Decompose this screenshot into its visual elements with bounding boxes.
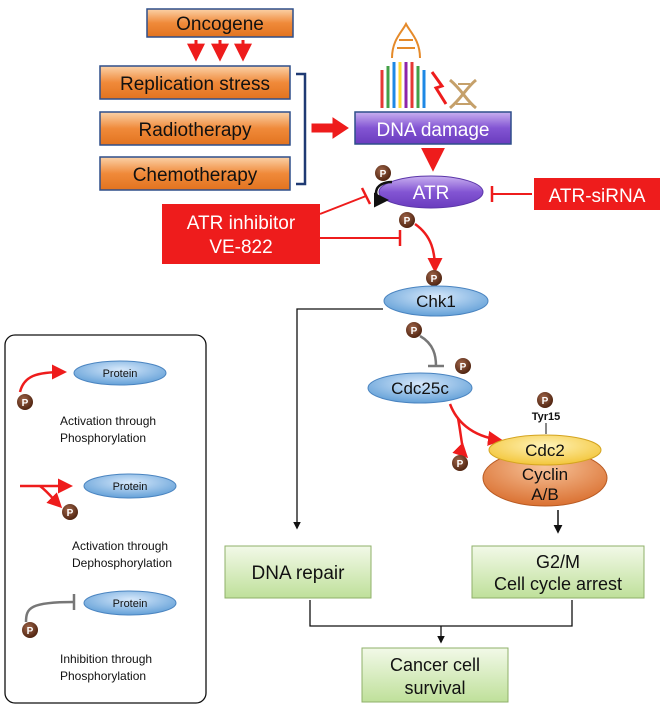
svg-text:P: P [22, 398, 29, 409]
survival-label-2: survival [404, 678, 465, 698]
merge-connector [309, 600, 573, 644]
svg-text:Protein: Protein [103, 368, 138, 380]
svg-text:Activation through: Activation through [72, 539, 168, 553]
legend-inhibition: P Protein Inhibition through Phosphoryla… [22, 590, 177, 683]
svg-text:Dephosphorylation: Dephosphorylation [72, 556, 172, 570]
atr-sirna-label: ATR-siRNA [549, 186, 646, 207]
phospho-cdc25c: P [455, 358, 471, 374]
g2m-label-2: Cell cycle arrest [494, 574, 622, 594]
atr-inhibitor-label-1: ATR inhibitor [187, 213, 296, 234]
svg-text:P: P [431, 274, 438, 285]
legend-activation-phos: P Protein Activation through Phosphoryla… [17, 360, 167, 445]
legend-activation-dephos: P Protein Activation through Dephosphory… [20, 473, 177, 570]
oncogene-label: Oncogene [176, 14, 264, 35]
dna-damage-box: DNA damage [354, 111, 512, 145]
dna-repair-label: DNA repair [252, 563, 346, 584]
atr-node: ATR [378, 175, 484, 209]
cdc25c-to-cdc2-arrow [448, 403, 503, 446]
svg-text:P: P [457, 459, 464, 470]
svg-text:P: P [67, 508, 74, 519]
legend: P Protein Activation through Phosphoryla… [4, 334, 207, 704]
phospho-chk1-cdc25c: P [406, 322, 422, 338]
svg-text:P: P [411, 326, 418, 337]
atr-label: ATR [413, 183, 450, 204]
replication-stress-box: Replication stress [99, 65, 291, 100]
svg-text:Protein: Protein [113, 598, 148, 610]
phospho-atr: P [375, 165, 391, 181]
replication-stress-label: Replication stress [120, 74, 270, 95]
to-dna-damage-arrow [311, 117, 349, 139]
dna-repair-box: DNA repair [224, 545, 372, 599]
cyclin-label-2: A/B [531, 485, 558, 504]
bracket [296, 72, 307, 186]
atr-to-chk1-arrow [414, 222, 443, 273]
cdc2-node: Cdc2 [488, 434, 602, 466]
survival-box: Cancer cell survival [361, 647, 509, 703]
inhibitor-inhibition-lines [319, 187, 402, 246]
dna-icon [380, 21, 477, 110]
svg-text:Inhibition through: Inhibition through [60, 652, 152, 666]
dna-damage-label: DNA damage [376, 120, 489, 141]
cdc25c-dephos-branch [452, 417, 469, 459]
atr-autophos-arrow [373, 180, 393, 208]
cyclin-label-1: Cyclin [522, 465, 568, 484]
chk1-node: Chk1 [383, 285, 489, 317]
tyr15-label: Tyr15 [532, 411, 561, 423]
svg-text:P: P [542, 396, 549, 407]
oncogene-box: Oncogene [146, 8, 294, 38]
svg-text:P: P [404, 216, 411, 227]
svg-text:Activation through: Activation through [60, 414, 156, 428]
phospho-dephos: P [452, 455, 468, 471]
radiotherapy-label: Radiotherapy [138, 120, 252, 141]
chemotherapy-label: Chemotherapy [133, 165, 258, 186]
survival-label-1: Cancer cell [390, 655, 480, 675]
atr-sirna-box: ATR-siRNA [534, 178, 660, 210]
g2m-box: G2/M Cell cycle arrest [471, 545, 645, 599]
phospho-tyr15: P [537, 392, 553, 408]
svg-text:Phosphorylation: Phosphorylation [60, 431, 146, 445]
atr-inhibitor-label-2: VE-822 [209, 237, 272, 258]
radiotherapy-box: Radiotherapy [99, 111, 291, 146]
svg-text:P: P [460, 362, 467, 373]
phospho-chk1: P [426, 270, 442, 286]
svg-text:P: P [380, 169, 387, 180]
cdc2-label: Cdc2 [525, 441, 565, 460]
cdc25c-label: Cdc25c [391, 379, 449, 398]
g2m-label-1: G2/M [536, 552, 580, 572]
oncogene-arrows [187, 40, 252, 62]
phospho-atr-chk1: P [399, 212, 415, 228]
svg-text:Protein: Protein [113, 481, 148, 493]
chk1-cdc25c-inhibition [419, 334, 444, 368]
cdc25c-node: Cdc25c [367, 372, 473, 404]
chk1-label: Chk1 [416, 292, 456, 311]
chemotherapy-box: Chemotherapy [99, 156, 291, 191]
svg-text:Phosphorylation: Phosphorylation [60, 669, 146, 683]
atr-inhibitor-box: ATR inhibitor VE-822 [162, 204, 320, 264]
sirna-inhibition [490, 186, 532, 202]
svg-text:P: P [27, 626, 34, 637]
cyclin-node: Cyclin A/B [482, 449, 608, 507]
chk1-to-dna-repair [293, 308, 383, 530]
